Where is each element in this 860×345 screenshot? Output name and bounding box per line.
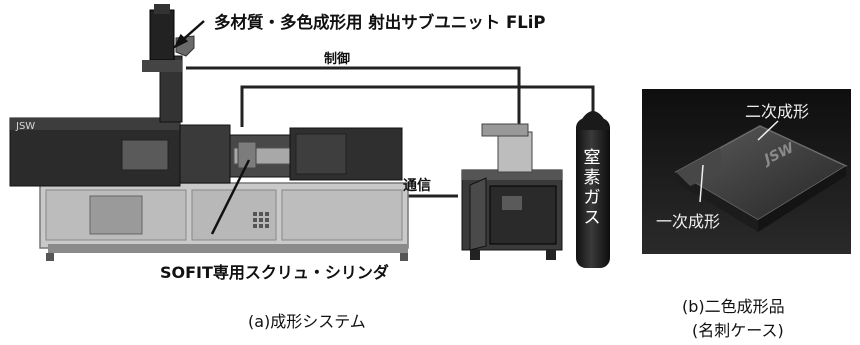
pointer-arrows (173, 20, 251, 235)
flip-unit-label: 多材質・多色成形用 射出サブユニット FLiP (214, 13, 546, 32)
vent-grid (253, 212, 269, 228)
control-label: 制御 (324, 52, 351, 67)
first-mold-label: 一次成形 (656, 212, 721, 231)
caption-product: (b)二色成形品 (682, 297, 785, 316)
caption-molding-system: (a)成形システム (248, 312, 366, 331)
molding-machine (9, 4, 409, 261)
caption-product-sub: (名刺ケース) (692, 321, 784, 340)
product-photo (642, 89, 851, 254)
second-mold-label: 二次成形 (745, 102, 810, 121)
control-line (186, 66, 521, 130)
comm-label: 通信 (403, 178, 431, 194)
comm-line-upper (240, 85, 595, 127)
flip-pointer-head (173, 33, 189, 49)
nitrogen-label: 窒素ガス (583, 148, 601, 228)
control-cabinet (461, 123, 563, 260)
nitrogen-cylinder (576, 111, 610, 268)
screw-cylinder-label: SOFIT専用スクリュ・シリンダ (160, 263, 389, 282)
screw-pointer-line (210, 159, 251, 235)
machine-logo: JSW (16, 121, 36, 132)
